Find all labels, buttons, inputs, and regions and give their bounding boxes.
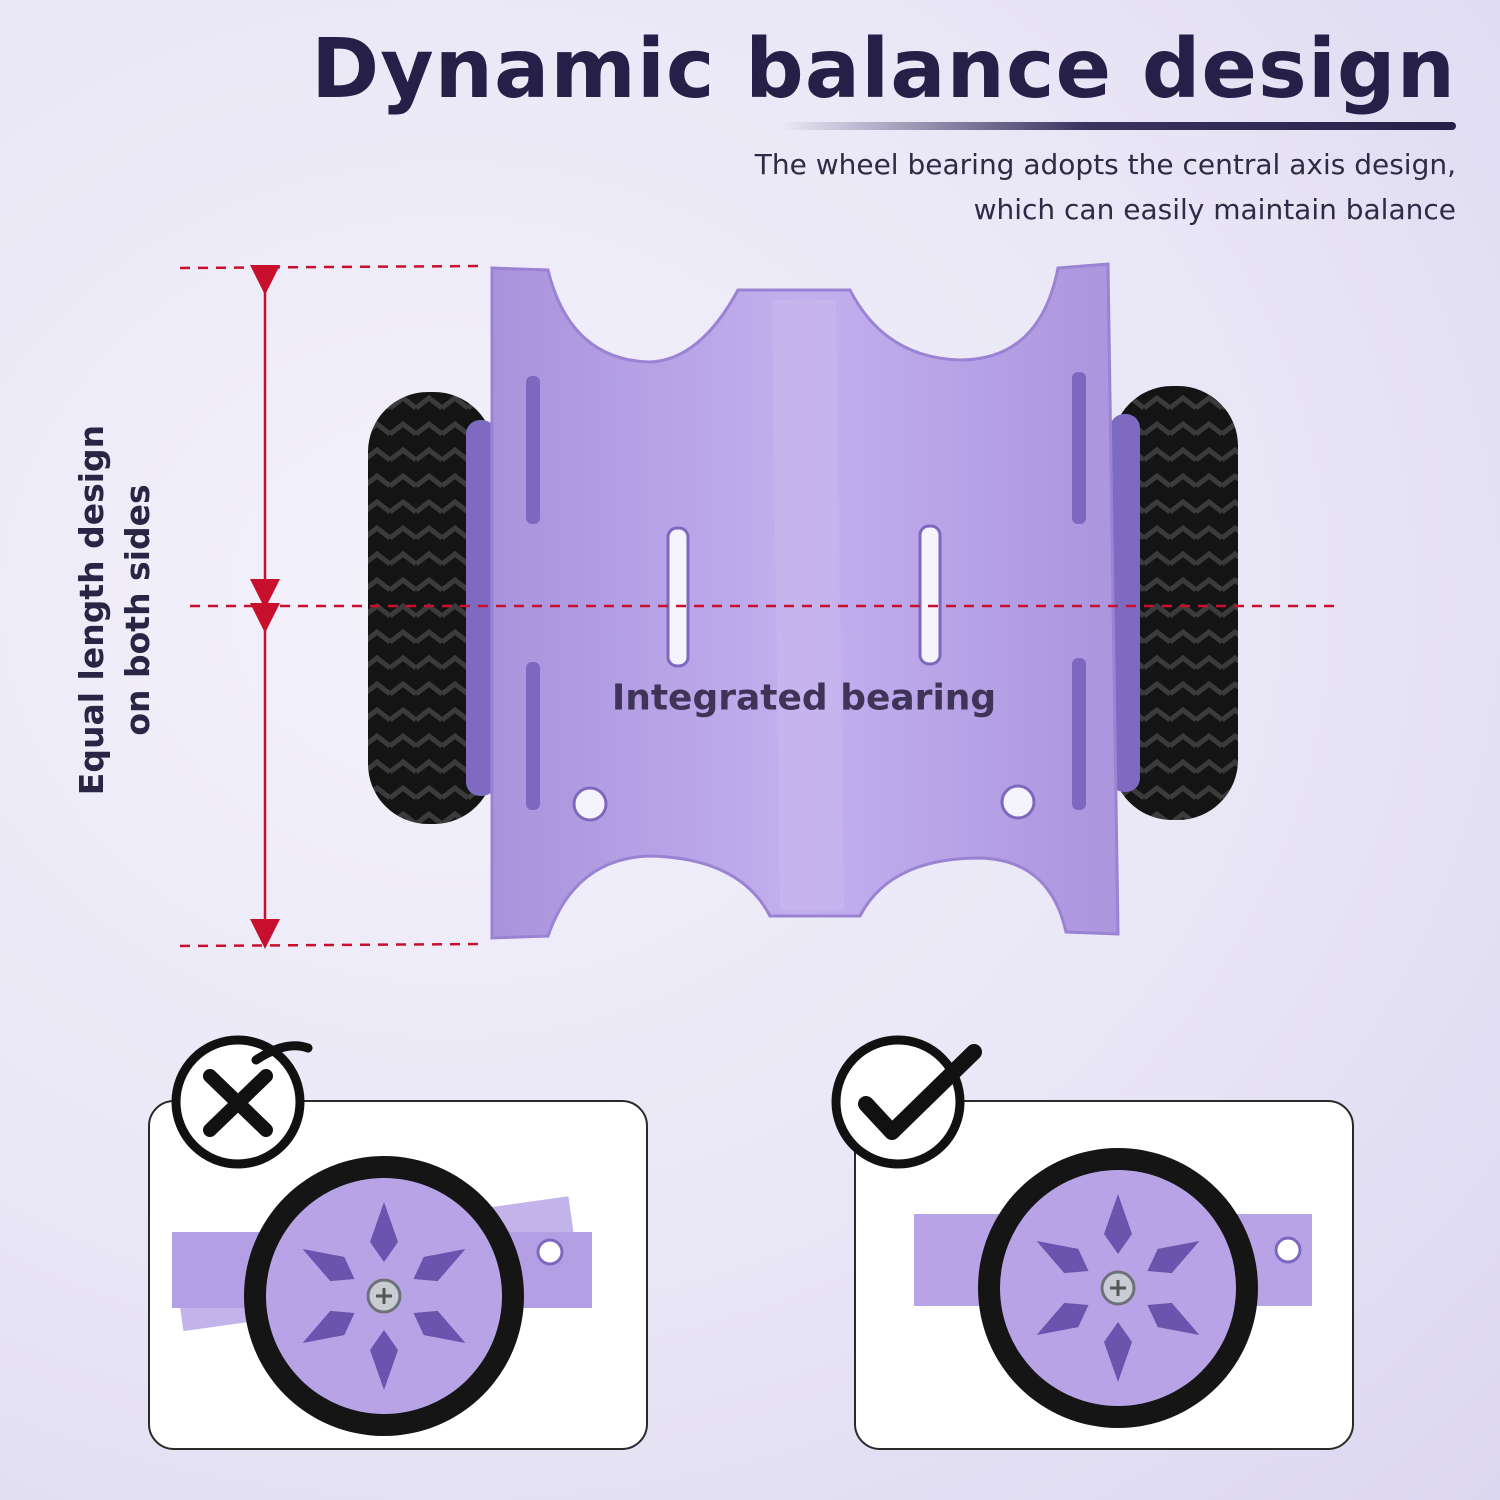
integrated-bearing-label: Integrated bearing	[611, 677, 997, 719]
subtitle-line-1: The wheel bearing adopts the central axi…	[754, 148, 1456, 181]
right-wheel	[1110, 386, 1238, 820]
check-circle-icon	[831, 1035, 982, 1169]
page-title: Dynamic balance design	[311, 22, 1456, 117]
mount-holes	[572, 784, 1036, 822]
left-wheel	[368, 392, 496, 824]
cross-circle-icon	[171, 1035, 313, 1169]
subtitle-line-2: which can easily maintain balance	[973, 193, 1456, 226]
title-underline	[780, 122, 1456, 130]
subtitle: The wheel bearing adopts the central axi…	[696, 142, 1456, 232]
correct-example-panel	[854, 1100, 1354, 1450]
measurement-guides	[179, 264, 1336, 949]
chassis-illustration	[179, 262, 1336, 949]
chassis-slots	[526, 372, 1086, 810]
level-wheel-illustration	[914, 1148, 1312, 1428]
tilted-wheel-illustration	[172, 1156, 592, 1436]
bearing-slots	[666, 524, 942, 668]
